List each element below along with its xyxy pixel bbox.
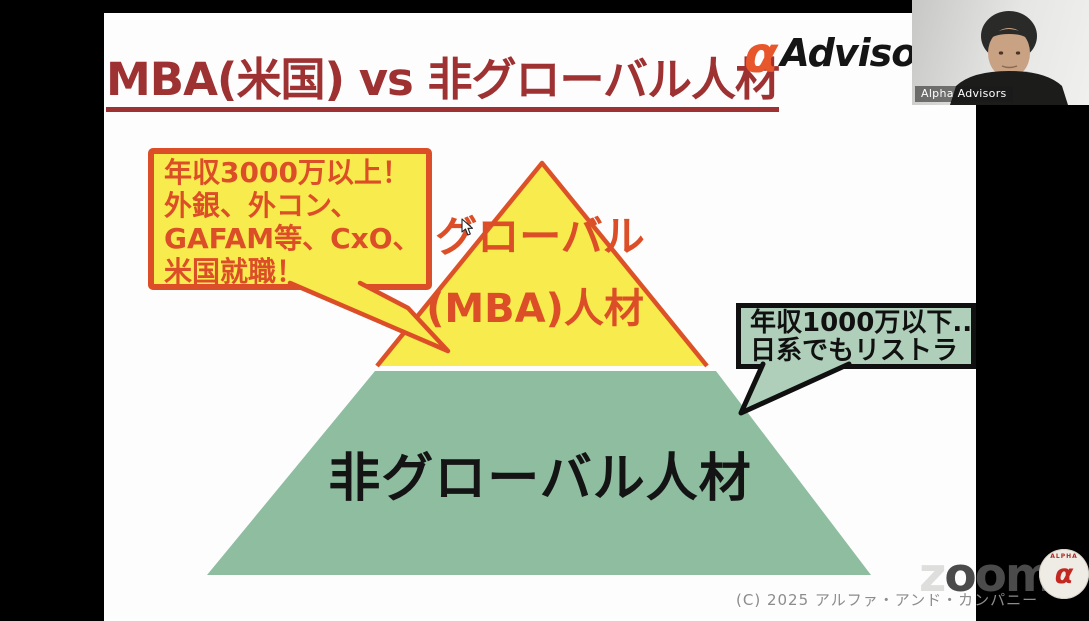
income-high-callout: 年収3000万以上！ 外銀、外コン、 GAFAM等、CxO、 米国就職！ xyxy=(148,148,432,290)
alpha-badge-letter: α xyxy=(1054,559,1074,590)
income-high-line-4: 米国就職！ xyxy=(164,255,305,288)
alpha-advisors-logo: αAdvisors xyxy=(744,26,912,80)
income-low-line-2: 日系でもリストラ xyxy=(750,336,959,366)
income-high-line-1: 年収3000万以上！ xyxy=(164,156,410,189)
webcam-participant-name: Alpha Advisors xyxy=(915,86,1013,102)
alpha-badge-ring-text: ALPHA xyxy=(1050,553,1078,560)
webcam-thumbnail[interactable]: Alpha Advisors xyxy=(912,0,1089,105)
pyramid-top-label-line1: グローバル xyxy=(435,212,645,261)
income-high-line-2: 外銀、外コン、 xyxy=(164,189,359,222)
income-low-line-1: 年収1000万以下.. xyxy=(750,308,973,338)
copyright-text: (C) 2025 アルファ・アンド・カンパニー xyxy=(736,591,1039,609)
income-low-callout: 年収1000万以下.. 日系でもリストラ xyxy=(736,303,976,369)
alpha-logo-mark-icon: α xyxy=(744,26,779,80)
income-high-line-3: GAFAM等、CxO、 xyxy=(164,222,421,255)
alpha-logo-name: Advisors xyxy=(780,31,912,75)
slide-title: MBA(米国) vs 非グローバル人材 xyxy=(106,55,780,112)
pyramid-bottom-label: 非グローバル人材 xyxy=(328,449,752,509)
alpha-company-badge-icon: ALPHA α xyxy=(1039,549,1089,599)
